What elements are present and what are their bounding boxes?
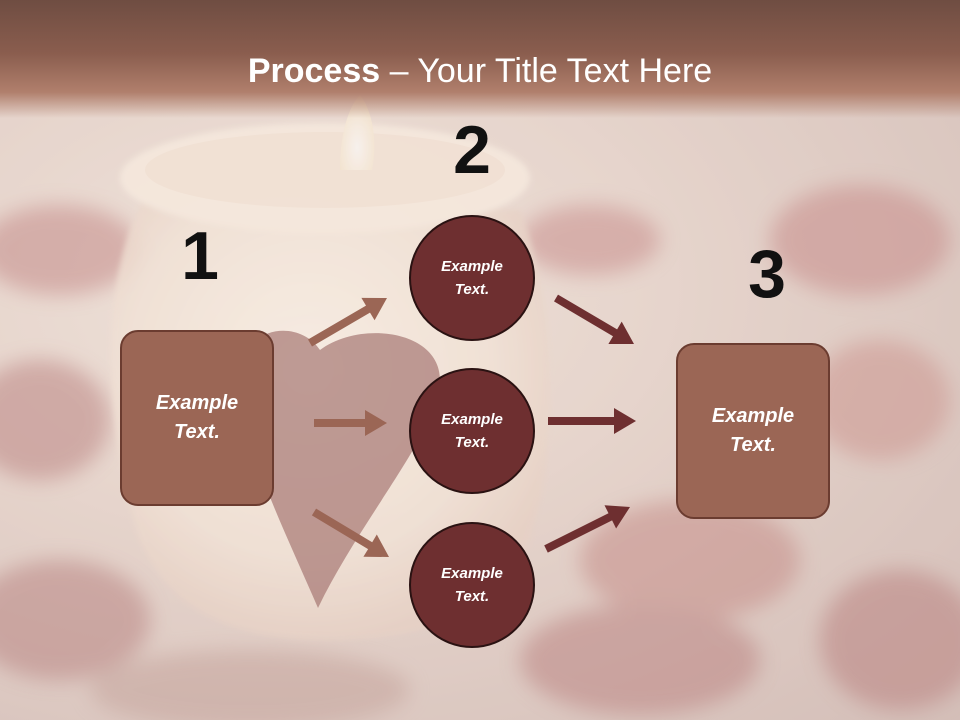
petal-shape <box>810 340 950 460</box>
step-number-3: 3 <box>748 236 786 312</box>
arrow-bottom-to-right <box>544 505 630 553</box>
process-circle-top[interactable]: Example Text. <box>409 215 535 341</box>
slide-title: Process – Your Title Text Here <box>0 52 960 91</box>
left-box-text: Example Text. <box>155 392 239 443</box>
petal-shape <box>0 560 150 680</box>
arrow-middle-to-right <box>548 408 636 434</box>
left-process-box[interactable]: Example Text. <box>120 330 274 506</box>
petal-shape <box>0 205 140 295</box>
circle-middle-text: Example Text. <box>441 411 503 451</box>
title-rest: – Your Title Text Here <box>380 52 713 90</box>
process-circle-bottom[interactable]: Example Text. <box>409 522 535 648</box>
petal-shape <box>520 605 760 715</box>
petal-shape <box>0 360 110 480</box>
petal-shape <box>580 500 800 620</box>
arrow-left-to-bottom <box>311 508 389 557</box>
heart-shape <box>238 330 440 608</box>
step-number-1: 1 <box>181 218 219 294</box>
arrow-top-to-right <box>554 294 634 344</box>
step-number-2: 2 <box>453 112 491 188</box>
process-circle-middle[interactable]: Example Text. <box>409 368 535 494</box>
arrow-left-to-top <box>308 297 387 347</box>
title-bold: Process <box>247 52 381 90</box>
circle-top-text: Example Text. <box>441 258 503 298</box>
arrow-left-to-middle <box>314 410 387 436</box>
petal-shape <box>770 185 950 295</box>
petal-shape <box>90 650 410 720</box>
right-process-box[interactable]: Example Text. <box>676 343 830 519</box>
title-band <box>0 0 960 118</box>
right-box-text: Example Text. <box>711 405 795 456</box>
circle-bottom-text: Example Text. <box>441 565 503 605</box>
petal-shape <box>820 570 960 710</box>
petal-shape <box>520 205 660 275</box>
